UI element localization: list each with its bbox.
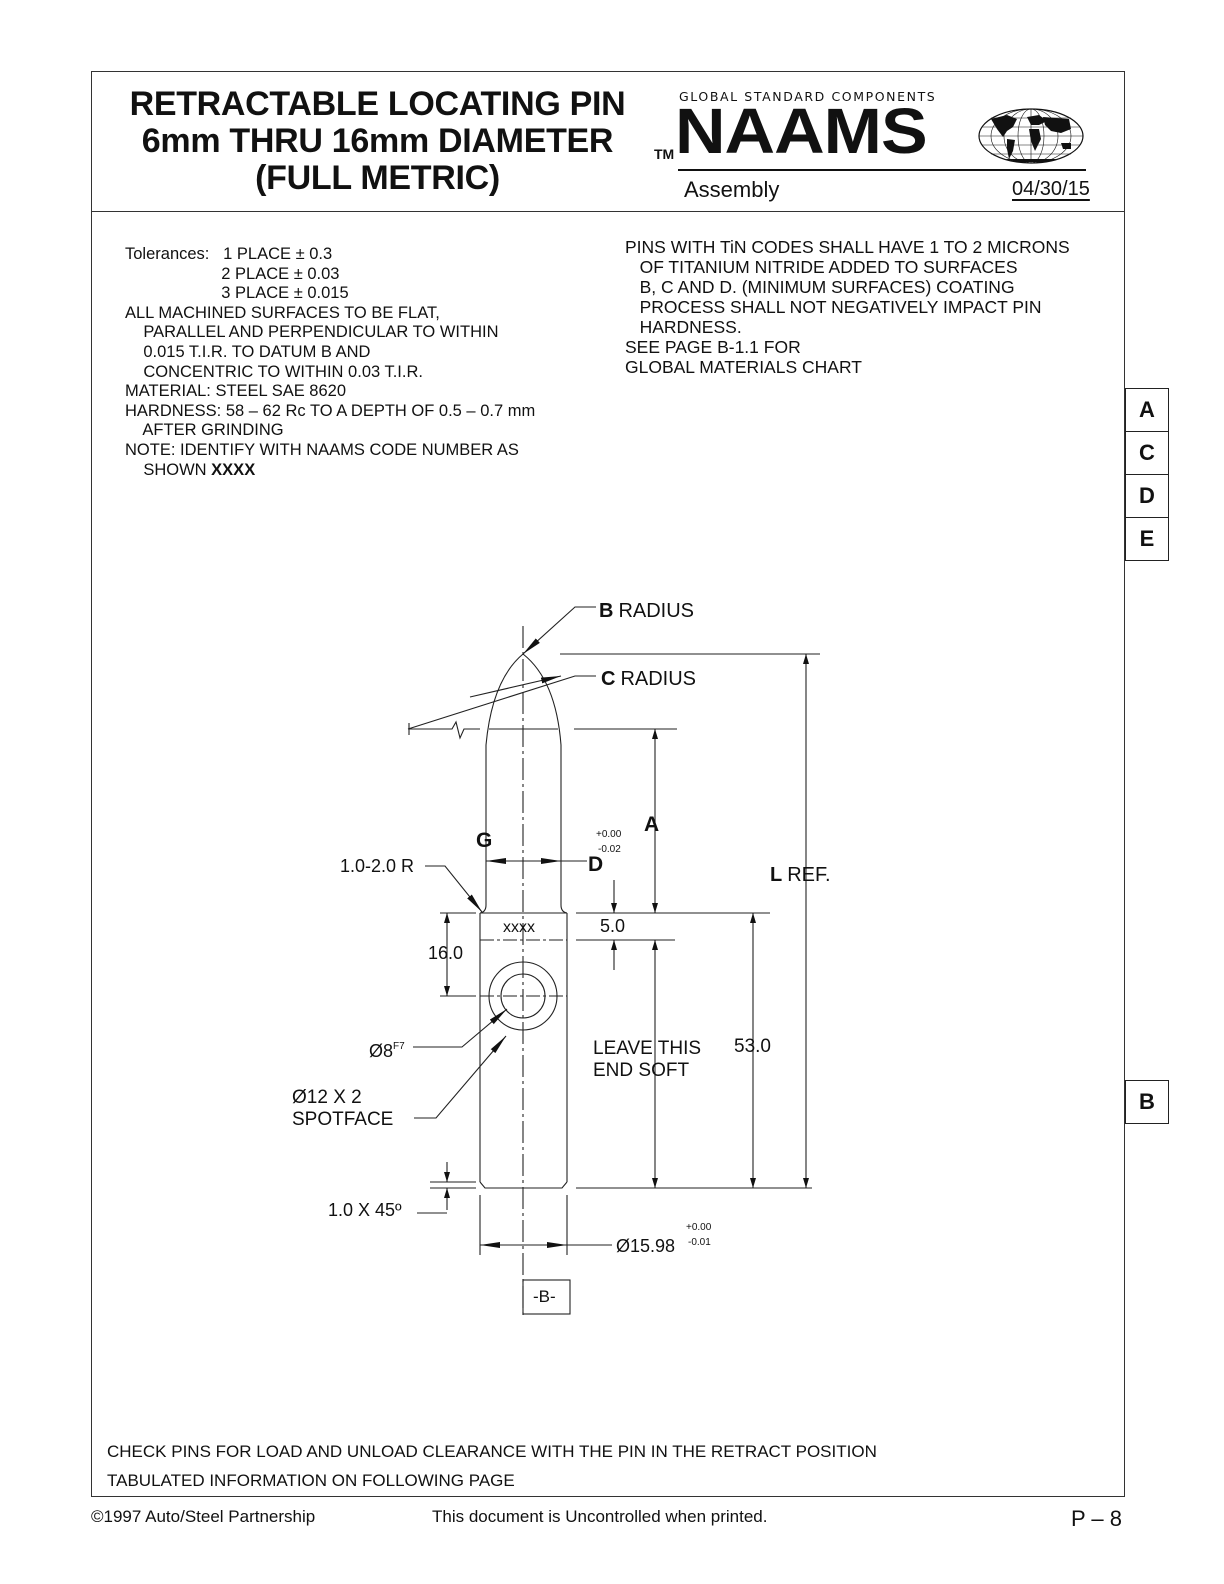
revision-date: 04/30/15	[1012, 178, 1090, 200]
tab-d[interactable]: D	[1125, 475, 1169, 518]
page-number: P – 8	[1071, 1506, 1122, 1531]
note-line: HARDNESS: 58 – 62 Rc TO A DEPTH OF 0.5 –…	[125, 401, 536, 420]
chamfer-label: 1.0 X 45º	[328, 1200, 402, 1220]
d-tolerance-minus: -0.02	[598, 844, 621, 855]
disclaimer: This document is Uncontrolled when print…	[432, 1507, 768, 1526]
tabulated-note: TABULATED INFORMATION ON FOLLOWING PAGE	[107, 1471, 515, 1490]
svg-text:Ø8F7: Ø8F7	[369, 1041, 405, 1061]
datum-b: -B-	[533, 1287, 556, 1306]
note-text: SHOWN	[125, 460, 212, 479]
dim-16: 16.0	[428, 943, 463, 963]
note-line: PINS WITH TiN CODES SHALL HAVE 1 TO 2 MI…	[625, 237, 1070, 257]
title-line-1: RETRACTABLE LOCATING PIN	[129, 85, 626, 123]
drawing-frame	[91, 71, 1125, 1497]
note-line: Tolerances: 1 PLACE ± 0.3	[125, 245, 333, 263]
note-line: SEE PAGE B-1.1 FOR	[625, 337, 801, 357]
note-line: AFTER GRINDING	[125, 421, 284, 440]
section-label: Assembly	[684, 177, 780, 202]
header-divider	[91, 211, 1125, 212]
dia-tolerance-minus: -0.01	[688, 1237, 711, 1248]
note-line: CONCENTRIC TO WITHIN 0.03 T.I.R.	[125, 362, 423, 381]
note-line: OF TITANIUM NITRIDE ADDED TO SURFACES	[625, 257, 1018, 277]
coating-notes: PINS WITH TiN CODES SHALL HAVE 1 TO 2 MI…	[625, 237, 1070, 377]
dim-53: 53.0	[734, 1036, 771, 1057]
dim-d-label: D	[588, 853, 603, 876]
tab-e[interactable]: E	[1125, 518, 1169, 561]
note-line: ALL MACHINED SURFACES TO BE FLAT,	[125, 303, 440, 322]
globe-icon	[978, 108, 1084, 164]
note-line: PARALLEL AND PERPENDICULAR TO WITHIN	[125, 323, 499, 342]
tab-b[interactable]: B	[1125, 1080, 1169, 1124]
tab-a[interactable]: A	[1125, 388, 1169, 432]
note-line: 3 PLACE ± 0.015	[125, 284, 349, 303]
note-line: 2 PLACE ± 0.03	[125, 264, 340, 283]
dim-5: 5.0	[600, 916, 625, 936]
note-line: 0.015 T.I.R. TO DATUM B AND	[125, 342, 371, 361]
logo-tagline: GLOBAL STANDARD COMPONENTS	[679, 89, 937, 104]
tolerance-notes: Tolerances: 1 PLACE ± 0.3 2 PLACE ± 0.03…	[125, 245, 535, 480]
page-title: RETRACTABLE LOCATING PIN 6mm THRU 16mm D…	[100, 86, 655, 197]
dim-g-label: G	[476, 829, 492, 852]
note-line: PROCESS SHALL NOT NEGATIVELY IMPACT PIN	[625, 297, 1042, 317]
note-line: HARDNESS.	[625, 317, 742, 337]
dia-tolerance-plus: +0.00	[686, 1222, 712, 1233]
soft-label-1: LEAVE THIS	[593, 1038, 701, 1059]
code-mark: XXXX	[503, 919, 535, 936]
section-tabs: A C D E	[1125, 388, 1169, 561]
spotface-label-2: SPOTFACE	[292, 1109, 393, 1130]
dim-a-label: A	[644, 813, 659, 836]
fillet-label: 1.0-2.0 R	[340, 856, 414, 876]
note-line: MATERIAL: STEEL SAE 8620	[125, 382, 347, 401]
title-line-3: (FULL METRIC)	[255, 159, 500, 197]
code-placeholder: XXXX	[211, 460, 256, 479]
spotface-label-1: Ø12 X 2	[292, 1087, 362, 1108]
copyright: ©1997 Auto/Steel Partnership	[91, 1507, 316, 1526]
naams-logo: NAAMS	[675, 95, 928, 167]
note-line: SHOWN XXXX	[125, 461, 535, 481]
title-line-2: 6mm THRU 16mm DIAMETER	[141, 122, 614, 160]
trademark-mark: TM	[654, 146, 675, 162]
d-tolerance-plus: +0.00	[596, 829, 622, 840]
tab-c[interactable]: C	[1125, 432, 1169, 475]
logo-underline	[678, 169, 1086, 171]
note-line: B, C AND D. (MINIMUM SURFACES) COATING	[625, 277, 1015, 297]
note-line: GLOBAL MATERIALS CHART	[625, 357, 862, 377]
clearance-note: CHECK PINS FOR LOAD AND UNLOAD CLEARANCE…	[107, 1442, 877, 1461]
soft-label-2: END SOFT	[593, 1060, 689, 1081]
diameter-label: Ø15.98	[616, 1236, 675, 1256]
note-line: NOTE: IDENTIFY WITH NAAMS CODE NUMBER AS	[125, 440, 519, 459]
